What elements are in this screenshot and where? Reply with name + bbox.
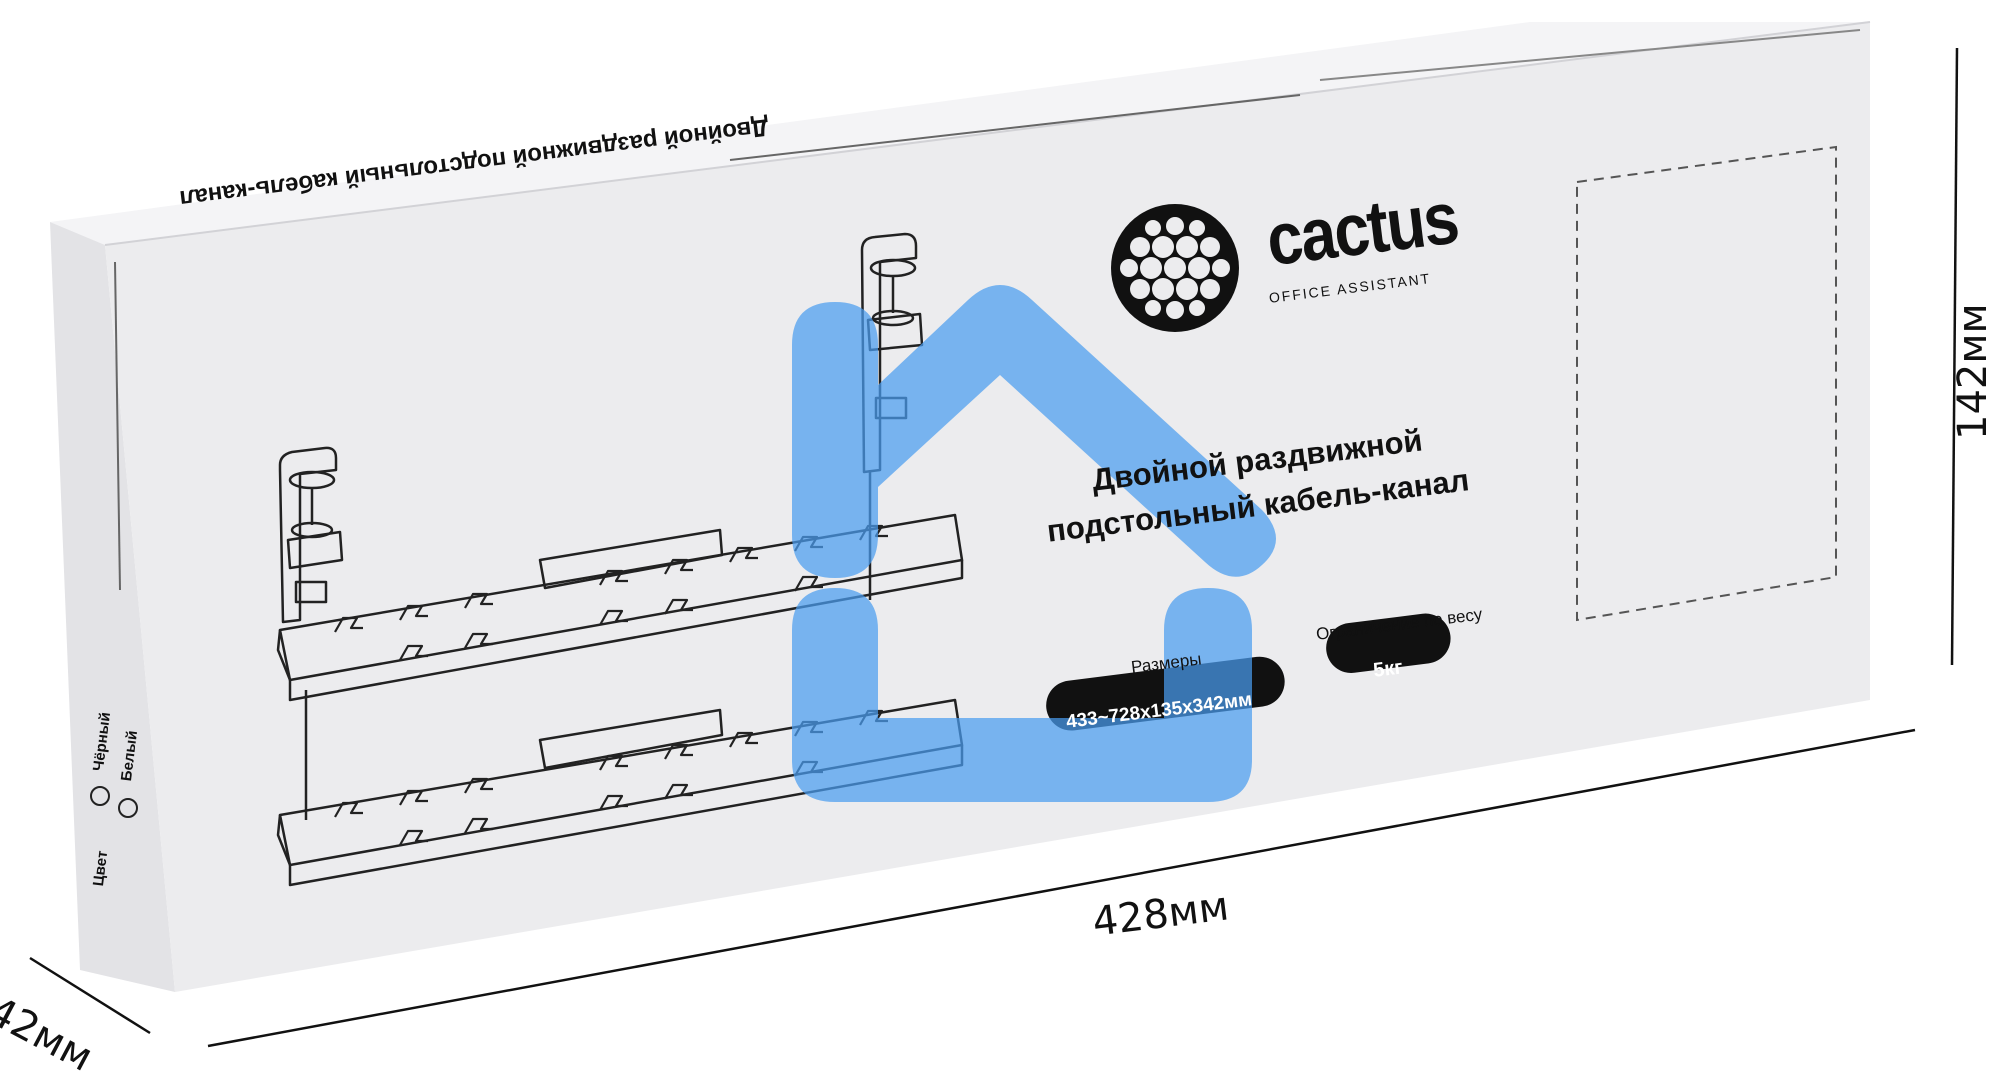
length-dimension-line xyxy=(207,728,1916,1048)
height-dimension-line xyxy=(1950,47,1959,666)
color-radio-black xyxy=(90,786,110,806)
box-front-face xyxy=(105,22,1870,992)
color-radio-white xyxy=(118,798,138,818)
depth-dimension-line xyxy=(29,956,151,1035)
honeycomb-logo-icon xyxy=(1111,204,1239,332)
box-side-face xyxy=(50,222,175,992)
house-watermark-icon xyxy=(792,285,1276,802)
weight-pill xyxy=(1326,613,1451,673)
dashed-window xyxy=(1576,145,1837,622)
height-dimension-label: 142мм xyxy=(1950,303,1996,440)
weight-value: 5кг xyxy=(1372,656,1404,682)
